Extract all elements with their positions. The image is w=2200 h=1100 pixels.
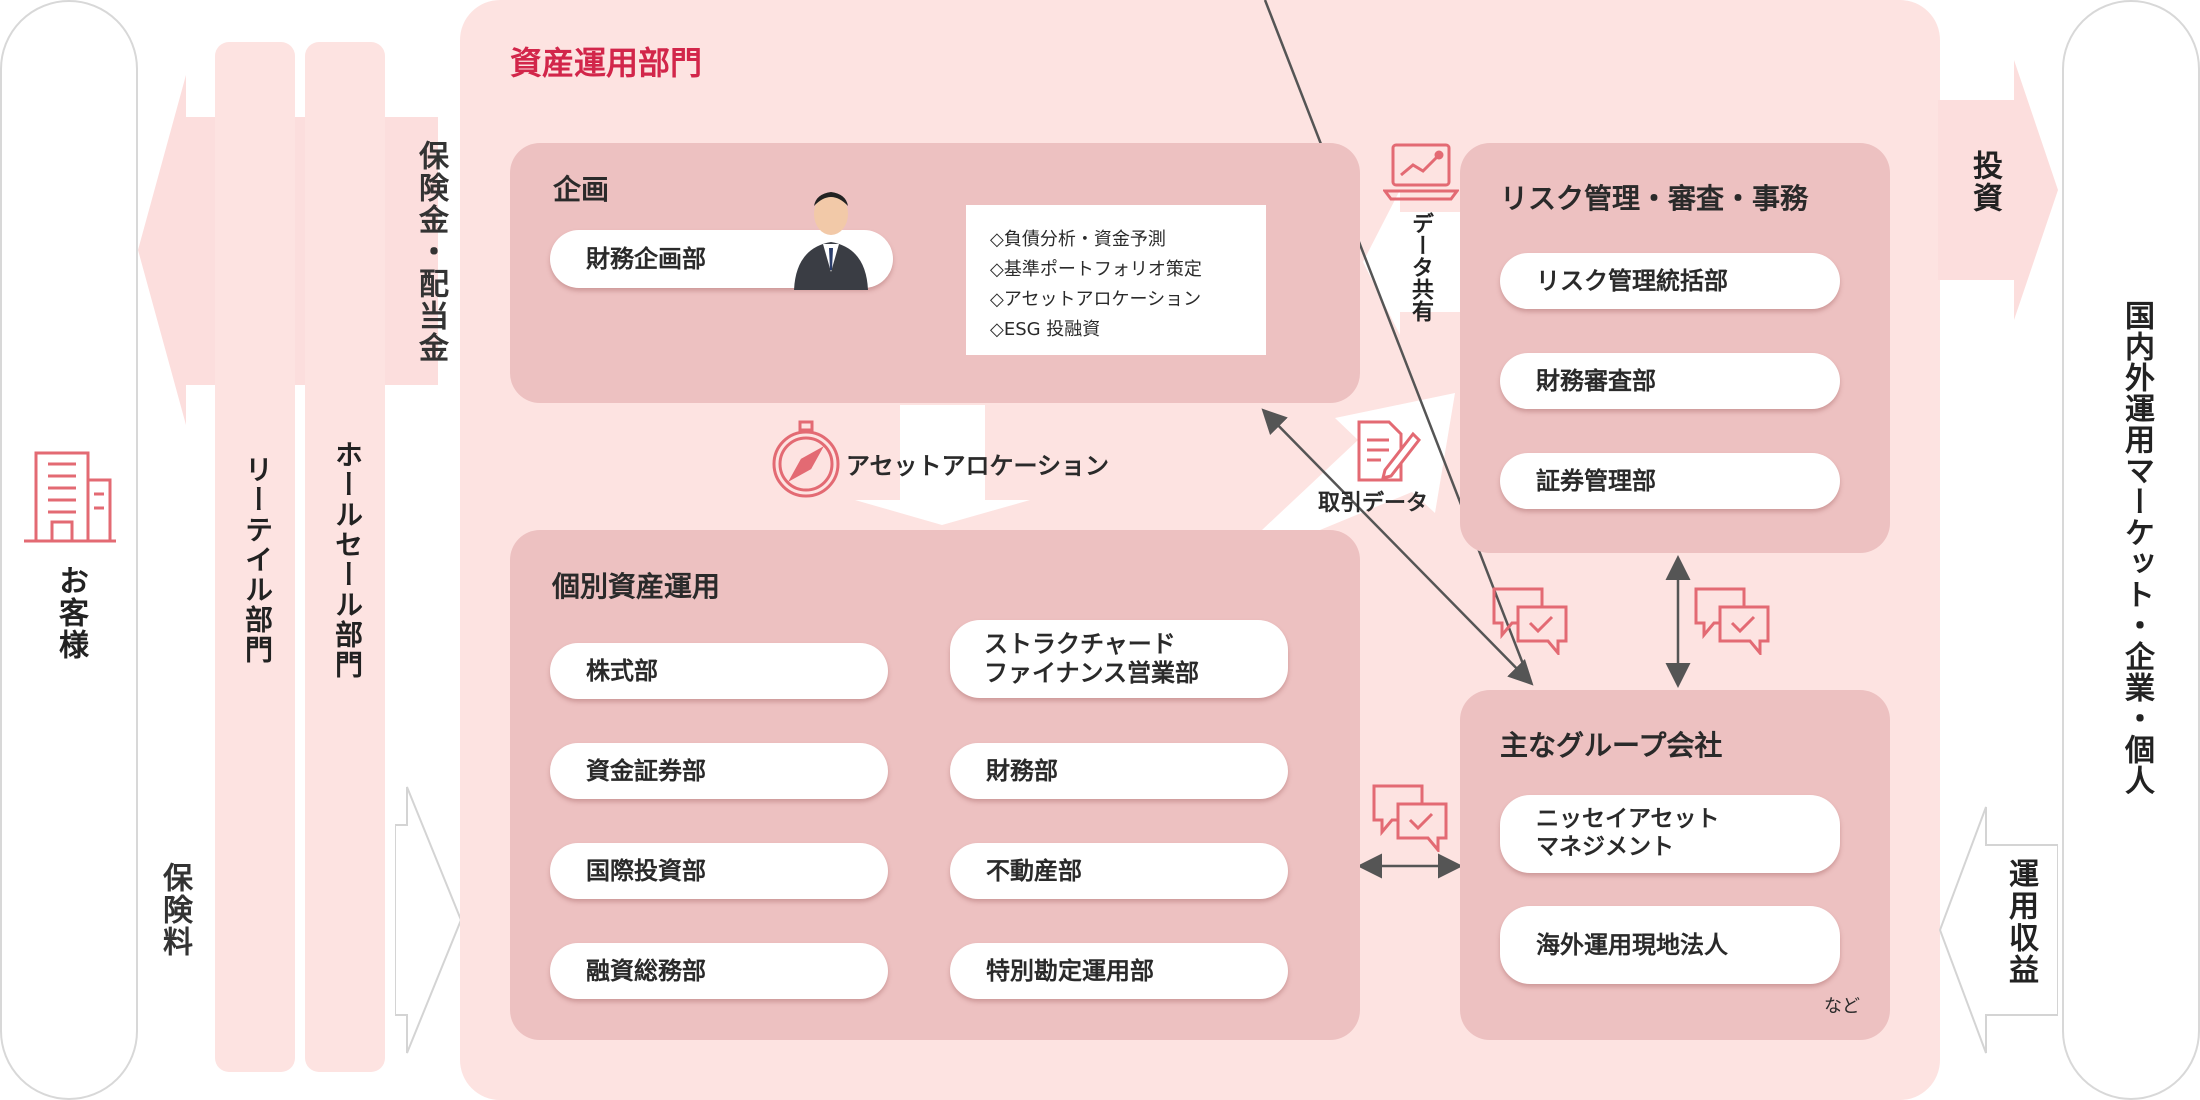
building-icon xyxy=(24,451,116,543)
risk-title: リスク管理・審査・事務 xyxy=(1500,182,1809,215)
planning-task-item: ◇アセットアロケーション xyxy=(990,289,1202,310)
asset-mgmt-title: 資産運用部門 xyxy=(510,44,703,82)
dept-label: 資金証券部 xyxy=(586,756,706,785)
customer-column xyxy=(0,0,138,1100)
dept-label: 融資総務部 xyxy=(586,956,706,985)
risk-dept-pill: 証券管理部 xyxy=(1500,453,1840,509)
group-company-pill: ニッセイアセット マネジメント xyxy=(1500,795,1840,873)
dept-pill-structured: ストラクチャード ファイナンス営業部 xyxy=(950,620,1288,698)
dept-pill-loan: 融資総務部 xyxy=(550,943,888,999)
returns-arrow-left xyxy=(1938,806,2058,1054)
group-title: 主なグループ会社 xyxy=(1500,729,1723,762)
risk-dept-label: 証券管理部 xyxy=(1536,466,1656,495)
chat-icon xyxy=(1694,587,1770,655)
invest-label: 投資 xyxy=(1967,150,2002,214)
premium-panel xyxy=(138,815,208,1055)
invest-arrow-right xyxy=(1938,60,2058,320)
compass-icon xyxy=(772,420,840,498)
dept-label: 特別勘定運用部 xyxy=(986,956,1154,985)
dept-pill-finance: 財務部 xyxy=(950,743,1288,799)
document-pen-icon xyxy=(1357,420,1421,482)
wholesale-label: ホールセール部門 xyxy=(331,440,364,680)
individual-title: 個別資産運用 xyxy=(552,570,721,603)
allocation-label: アセットアロケーション xyxy=(846,452,1110,480)
dept-label: 不動産部 xyxy=(986,856,1082,885)
dept-label: 株式部 xyxy=(586,656,658,685)
data-share-label: データ共有 xyxy=(1408,212,1433,322)
planning-task-item: ◇負債分析・資金予測 xyxy=(990,229,1166,250)
risk-dept-label: 財務審査部 xyxy=(1536,366,1656,395)
allocation-arrow xyxy=(855,405,1030,525)
payout-label: 保険金・配当金 xyxy=(413,140,448,364)
wholesale-column xyxy=(305,42,385,1072)
dept-label: 財務部 xyxy=(986,756,1058,785)
premium-label: 保険料 xyxy=(157,862,192,958)
customer-label: お客様 xyxy=(53,565,88,661)
planning-title: 企画 xyxy=(553,173,610,206)
group-company-pill: 海外運用現地法人 xyxy=(1500,906,1840,984)
dept-label: 国際投資部 xyxy=(586,856,706,885)
trade-data-label: 取引データ xyxy=(1318,491,1429,516)
group-company-label: 海外運用現地法人 xyxy=(1536,930,1728,959)
planning-tasks-box: ◇負債分析・資金予測 ◇基準ポートフォリオ策定 ◇アセットアロケーション ◇ES… xyxy=(966,205,1266,355)
data-share-arrow xyxy=(1363,190,1460,335)
planning-dept-label: 財務企画部 xyxy=(586,244,706,273)
group-etc: など xyxy=(1824,996,1860,1017)
planning-task-item: ◇基準ポートフォリオ策定 xyxy=(990,259,1202,280)
group-company-label: ニッセイアセット マネジメント xyxy=(1536,806,1720,860)
chat-icon xyxy=(1372,784,1448,852)
planning-task-item: ◇ESG 投融資 xyxy=(990,319,1101,340)
chat-icon xyxy=(1492,587,1568,655)
dept-pill-stocks: 株式部 xyxy=(550,643,888,699)
dept-pill-special: 特別勘定運用部 xyxy=(950,943,1288,999)
dept-pill-realestate: 不動産部 xyxy=(950,843,1288,899)
market-label: 国内外運用マーケット・企業・個人 xyxy=(2119,300,2154,796)
returns-label: 運用収益 xyxy=(2003,858,2038,986)
dept-label: ストラクチャード ファイナンス営業部 xyxy=(984,630,1200,687)
risk-dept-label: リスク管理統括部 xyxy=(1536,266,1728,295)
market-column xyxy=(2062,0,2200,1100)
dept-pill-international: 国際投資部 xyxy=(550,843,888,899)
risk-dept-pill: 財務審査部 xyxy=(1500,353,1840,409)
laptop-chart-icon xyxy=(1383,143,1459,201)
retail-column xyxy=(215,42,295,1072)
retail-label: リーテイル部門 xyxy=(241,455,274,665)
risk-dept-pill: リスク管理統括部 xyxy=(1500,253,1840,309)
dept-pill-securities: 資金証券部 xyxy=(550,743,888,799)
premium-arrow-right xyxy=(395,786,463,1054)
person-icon xyxy=(794,192,868,290)
